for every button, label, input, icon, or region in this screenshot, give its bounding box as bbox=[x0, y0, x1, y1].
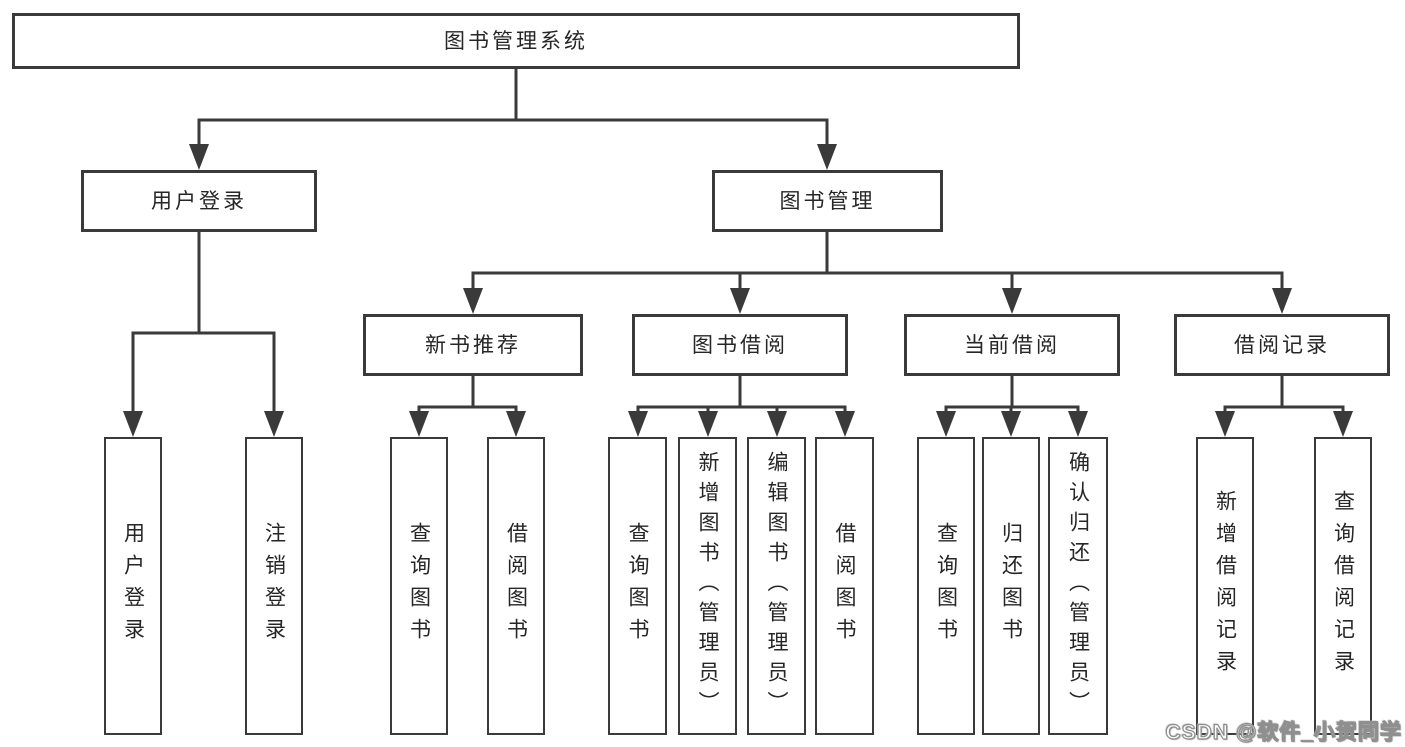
node-login: 用户登录 bbox=[104, 437, 162, 735]
node-new-book-rec: 新书推荐 bbox=[363, 314, 583, 376]
node-logout: 注销登录 bbox=[245, 437, 303, 735]
node-root: 图书管理系统 bbox=[12, 13, 1020, 69]
node-rec-query-book: 查询图书 bbox=[390, 437, 448, 735]
watermark: CSDN @软件_小贺同学 bbox=[1165, 720, 1402, 744]
node-book-mgmt: 图书管理 bbox=[712, 170, 943, 232]
node-bb-edit-book: 编辑图书（管理员） bbox=[747, 437, 806, 735]
node-current-borrow: 当前借阅 bbox=[904, 314, 1120, 376]
node-user-login: 用户登录 bbox=[81, 170, 317, 232]
node-cb-return-book: 归还图书 bbox=[982, 437, 1040, 735]
node-borrow-record: 借阅记录 bbox=[1174, 314, 1390, 376]
node-br-add-record: 新增借阅记录 bbox=[1196, 437, 1254, 735]
node-cb-confirm-return: 确认归还（管理员） bbox=[1048, 437, 1108, 735]
node-bb-borrow-book: 借阅图书 bbox=[815, 437, 874, 735]
node-br-query-record: 查询借阅记录 bbox=[1314, 437, 1372, 735]
node-bb-query-book: 查询图书 bbox=[608, 437, 667, 735]
node-bb-add-book: 新增图书（管理员） bbox=[678, 437, 737, 735]
node-cb-query-book: 查询图书 bbox=[917, 437, 975, 735]
node-rec-borrow-book: 借阅图书 bbox=[487, 437, 545, 735]
node-book-borrow: 图书借阅 bbox=[632, 314, 848, 376]
